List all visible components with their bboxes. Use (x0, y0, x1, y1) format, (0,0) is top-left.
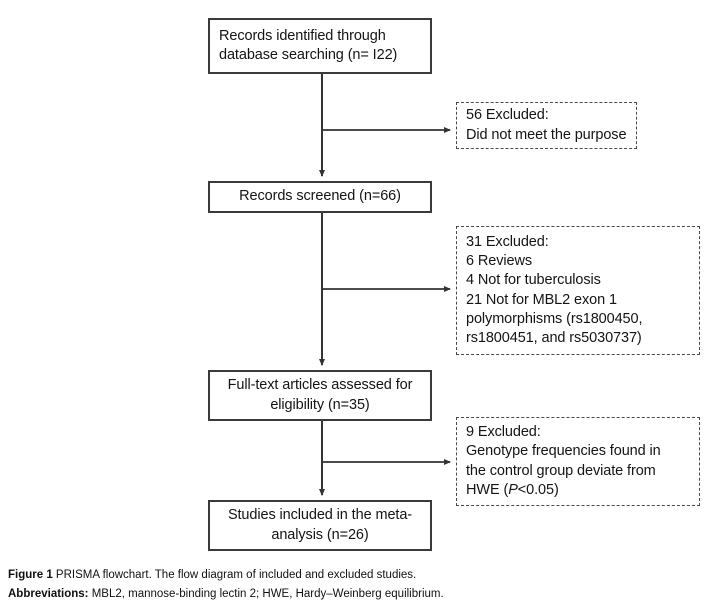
exclusion-box-3: 9 Excluded: Genotype frequencies found i… (456, 417, 700, 506)
exclusion-line: the control group deviate from (466, 462, 656, 479)
exclusion-box-1: 56 Excluded: Did not meet the purpose (456, 102, 637, 149)
stage-line: eligibility (n=35) (270, 396, 370, 413)
exclusion-line: 31 Excluded: (466, 233, 549, 250)
stage-box-records-identified: Records identified through database sear… (208, 18, 432, 74)
prisma-flowchart-canvas: Records identified through database sear… (208, 18, 700, 551)
stage-line: Full-text articles assessed for (227, 377, 413, 394)
exclusion-line: rs1800451, and rs5030737) (466, 330, 642, 347)
exclusion-line: 56 Excluded: (466, 107, 549, 124)
caption-abbrev-label: Abbreviations: (8, 587, 89, 600)
stage-box-records-screened: Records screened (n=66) (208, 181, 432, 213)
exclusion-line: 4 Not for tuberculosis (466, 272, 601, 289)
caption-line-figure: Figure 1 PRISMA flowchart. The flow diag… (8, 566, 698, 585)
caption-line-abbreviations: Abbreviations: MBL2, mannose-binding lec… (8, 585, 698, 604)
stage-line: analysis (n=26) (271, 526, 369, 543)
exclusion-box-2: 31 Excluded: 6 Reviews 4 Not for tubercu… (456, 226, 700, 355)
caption-figure-label: Figure 1 (8, 569, 53, 581)
exclusion-line: polymorphisms (rs1800450, (466, 310, 643, 327)
exclusion-line: Genotype frequencies found in (466, 443, 661, 460)
exclusion-line-hwe: HWE (P<0.05) (466, 481, 690, 500)
caption-abbrev-text: MBL2, mannose-binding lectin 2; HWE, Har… (88, 587, 444, 600)
stage-line: database searching (n= I22) (219, 47, 398, 63)
exclusion-line: 21 Not for MBL2 exon 1 (466, 291, 617, 308)
exclusion-line: Did not meet the purpose (466, 126, 627, 143)
stage-box-fulltext-assessed: Full-text articles assessed for eligibil… (208, 370, 432, 421)
stage-line: Records screened (n=66) (239, 188, 401, 205)
hwe-suffix: <0.05) (517, 481, 559, 498)
stage-line: Records identified through (219, 27, 386, 44)
exclusion-line: 9 Excluded: (466, 423, 541, 440)
stage-box-studies-included: Studies included in the meta- analysis (… (208, 500, 432, 551)
stage-line: Studies included in the meta- (227, 507, 413, 524)
caption-figure-text: PRISMA flowchart. The flow diagram of in… (52, 569, 417, 581)
exclusion-line: 6 Reviews (466, 252, 532, 269)
p-value-symbol: P (508, 481, 518, 498)
figure-caption: Figure 1 PRISMA flowchart. The flow diag… (8, 566, 698, 603)
hwe-prefix: HWE ( (466, 481, 509, 498)
